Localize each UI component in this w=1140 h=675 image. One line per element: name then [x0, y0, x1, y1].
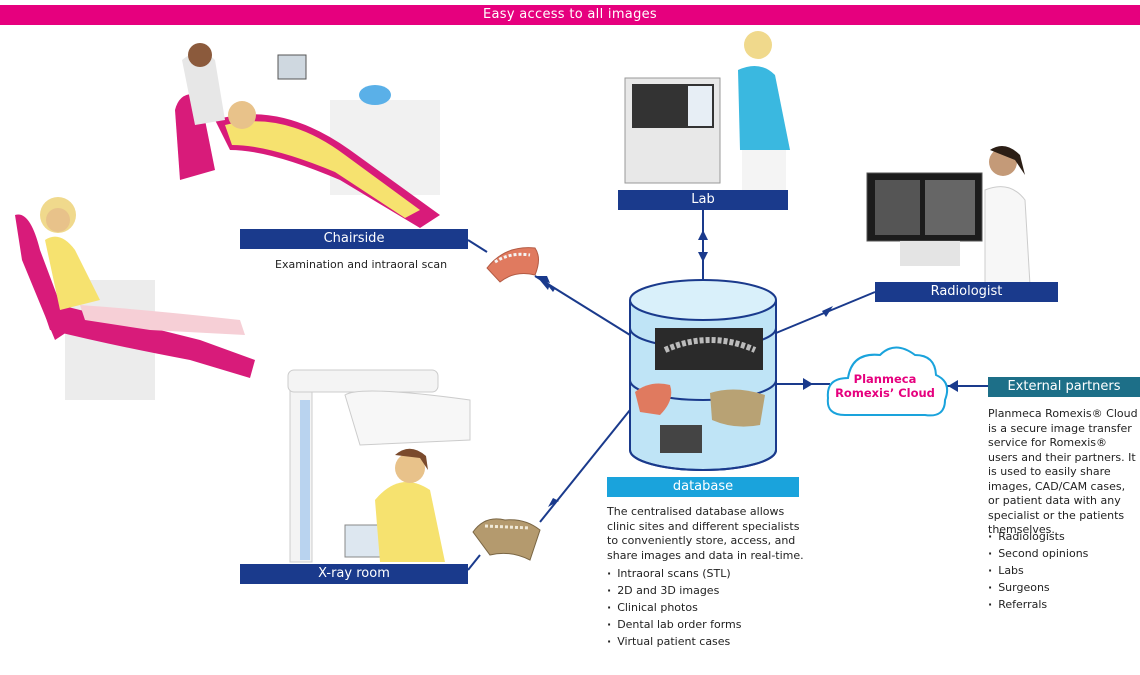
external-partners-description: Planmeca Romexis® Cloud is a secure imag… — [988, 407, 1138, 536]
database-cylinder — [629, 279, 777, 471]
partners-item: Labs — [988, 562, 1138, 579]
partners-item: Referrals — [988, 596, 1138, 613]
partners-item: Radiologists — [988, 528, 1138, 545]
partners-item-list: Radiologists Second opinions Labs Surgeo… — [988, 528, 1138, 613]
database-label: database — [607, 477, 799, 497]
cloud-shape — [826, 346, 949, 417]
radiologist-label: Radiologist — [875, 282, 1058, 302]
partners-item: Second opinions — [988, 545, 1138, 562]
database-item: Clinical photos — [607, 599, 807, 616]
chair-photo — [15, 197, 255, 400]
radiologist-photo — [866, 146, 1031, 286]
cloud-label-line1: Planmeca — [853, 372, 917, 386]
lab-label: Lab — [618, 190, 788, 210]
database-item: Intraoral scans (STL) — [607, 565, 807, 582]
database-description: The centralised database allows clinic s… — [607, 505, 804, 562]
upper-jaw-model — [486, 247, 539, 283]
database-item: Virtual patient cases — [607, 633, 807, 650]
chairside-photo — [175, 43, 440, 228]
xray-room-label: X-ray room — [240, 564, 468, 584]
chairside-caption: Examination and intraoral scan — [275, 258, 448, 271]
database-item: Dental lab order forms — [607, 616, 807, 633]
chairside-label: Chairside — [240, 229, 468, 249]
xray-photo — [287, 369, 471, 563]
cloud-label: Planmeca Romexis’ Cloud — [828, 372, 942, 400]
database-item: 2D and 3D images — [607, 582, 807, 599]
partners-item: Surgeons — [988, 579, 1138, 596]
external-partners-label: External partners — [988, 377, 1140, 397]
lab-photo — [624, 31, 790, 190]
title-banner: Easy access to all images — [0, 5, 1140, 25]
arrowheads — [535, 230, 958, 507]
database-item-list: Intraoral scans (STL) 2D and 3D images C… — [607, 565, 807, 650]
lower-jaw-model — [472, 518, 541, 561]
cloud-label-line2: Romexis’ Cloud — [835, 386, 935, 400]
